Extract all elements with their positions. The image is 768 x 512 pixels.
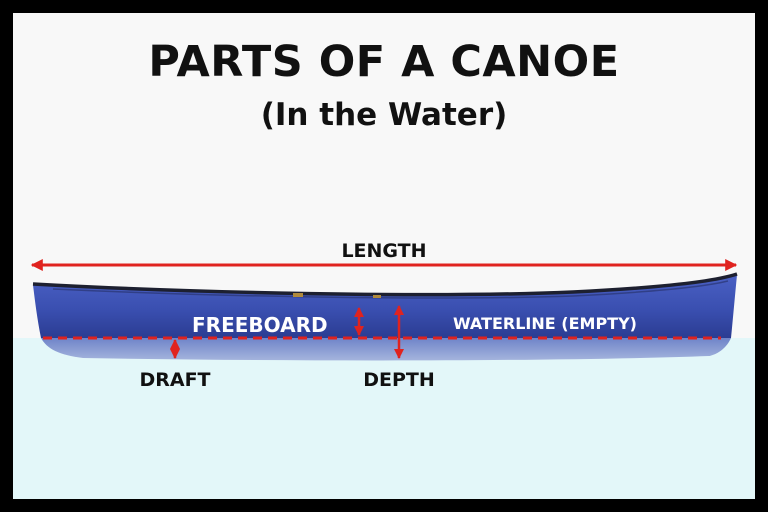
canoe-diagram: LENGTH FREEBOARD DEPTH WATERLINE (EMPTY)… <box>13 13 755 499</box>
length-label: LENGTH <box>341 240 426 262</box>
water <box>13 338 755 499</box>
canoe-hull-submerged <box>41 338 731 360</box>
canoe-thwart <box>293 293 303 297</box>
draft-label: DRAFT <box>139 369 210 391</box>
depth-label: DEPTH <box>363 369 435 391</box>
freeboard-label: FREEBOARD <box>192 313 328 337</box>
waterline-label: WATERLINE (EMPTY) <box>453 314 637 333</box>
canoe-yoke <box>373 295 381 298</box>
